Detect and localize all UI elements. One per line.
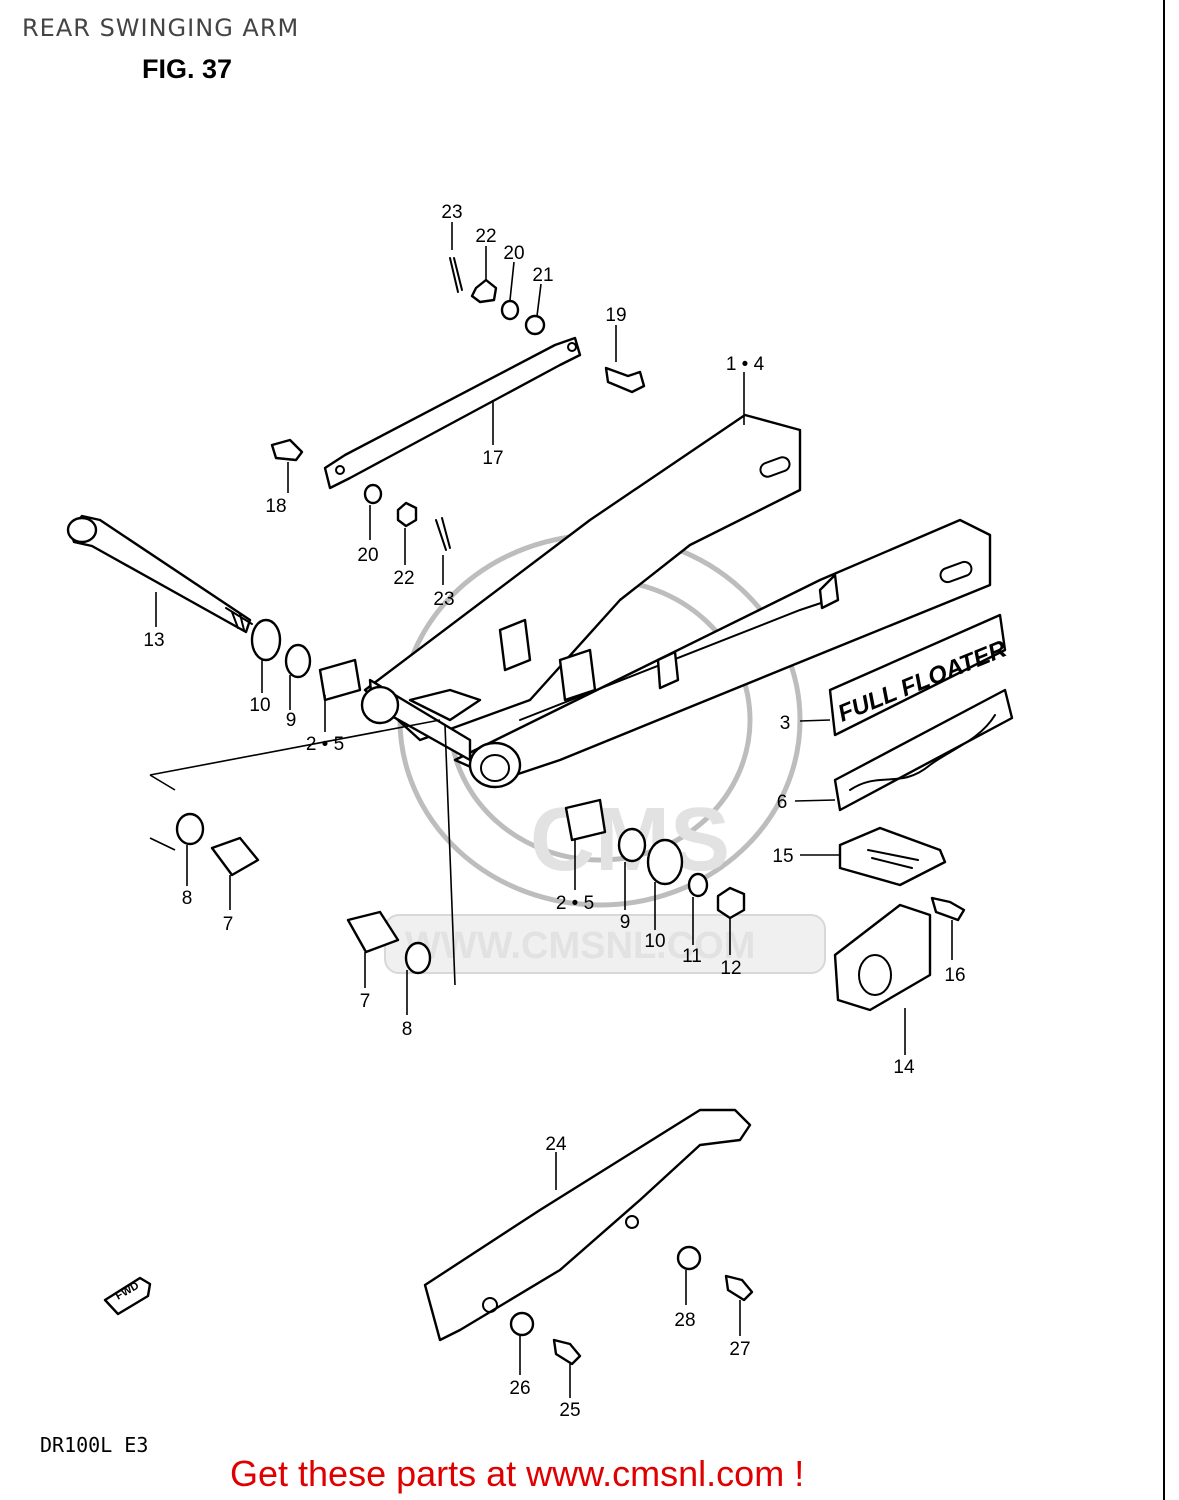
washer-11 — [687, 872, 709, 898]
callout-15: 15 — [772, 846, 793, 867]
callout-3: 3 — [780, 713, 791, 734]
torque-link — [323, 336, 582, 490]
callout-26: 26 — [509, 1378, 530, 1399]
leader-lines — [149, 222, 953, 1398]
callout-8-bottom: 8 — [402, 1019, 413, 1040]
collar-26 — [509, 1311, 535, 1337]
callout-22-mid: 22 — [393, 568, 414, 589]
callout-23-mid: 23 — [433, 589, 454, 610]
callout-19: 19 — [605, 305, 626, 326]
callout-14: 14 — [893, 1057, 915, 1078]
callout-28: 28 — [674, 1310, 695, 1331]
callout-11: 11 — [682, 946, 702, 967]
watermark-url: WWW.CMSNL.COM — [405, 925, 755, 967]
callout-9-left: 9 — [286, 710, 297, 731]
callout-6: 6 — [777, 792, 788, 813]
bolt-25 — [552, 1338, 582, 1366]
callout-20-top: 20 — [503, 243, 524, 264]
bushing-2-5-right — [564, 798, 607, 842]
callout-10-left: 10 — [249, 695, 270, 716]
bolt-27 — [724, 1274, 754, 1302]
callout-25: 25 — [559, 1400, 580, 1421]
callout-20-mid: 20 — [357, 545, 378, 566]
callout-13: 13 — [143, 630, 164, 651]
bolt-18 — [270, 438, 304, 462]
forward-arrow-icon: FWD — [103, 1276, 152, 1316]
callout-16: 16 — [944, 965, 965, 986]
collar-28 — [676, 1245, 702, 1271]
washer-top-21 — [524, 314, 546, 336]
figure-number: FIG. 37 — [142, 54, 233, 84]
callout-2-5-right: 2 • 5 — [556, 893, 594, 914]
seal-8-bottom — [404, 941, 432, 975]
callout-9-right: 9 — [620, 912, 631, 933]
washer-9-left — [284, 643, 312, 679]
callout-27: 27 — [729, 1339, 750, 1360]
model-code: DR100L E3 — [40, 1433, 149, 1457]
callout-23-top: 23 — [441, 202, 462, 223]
washer-10-left — [250, 618, 282, 662]
bolt-19 — [604, 366, 646, 394]
callout-2-5-left: 2 • 5 — [306, 734, 344, 755]
nut-12 — [716, 886, 746, 920]
nut-22-mid — [396, 501, 418, 528]
chain-guide — [838, 826, 947, 887]
callout-18: 18 — [265, 496, 286, 517]
callout-7-left: 7 — [223, 914, 234, 935]
callout-10-right: 10 — [644, 931, 665, 952]
page-border — [1163, 0, 1165, 1500]
script-decal — [833, 688, 1014, 812]
swing-arm — [360, 413, 992, 789]
chain-case — [423, 1108, 752, 1342]
callout-17: 17 — [482, 448, 503, 469]
chain-adjuster — [833, 903, 932, 1012]
bushing-7-left — [210, 836, 260, 877]
cotter-pin-mid — [435, 517, 451, 551]
callouts: 23 22 20 21 19 1 • 4 17 18 20 22 23 13 1… — [143, 202, 965, 1421]
hardware — [175, 257, 966, 975]
callout-12: 12 — [720, 958, 741, 979]
footer-shop-link[interactable]: Get these parts at www.cmsnl.com ! — [230, 1453, 805, 1494]
nut-top — [470, 278, 498, 304]
pivot-shaft — [66, 514, 253, 634]
washer-20-mid — [363, 483, 383, 505]
page-title: REAR SWINGING ARM — [22, 14, 300, 42]
bolt-16 — [930, 896, 966, 922]
chain-case-hardware — [509, 1245, 754, 1366]
washer-9-right — [617, 827, 647, 863]
washer-10-right — [646, 838, 684, 886]
callout-22-top: 22 — [475, 226, 496, 247]
bushing-7-bottom — [346, 910, 400, 954]
washer-top-20 — [500, 299, 520, 321]
cotter-pin-top — [449, 257, 463, 293]
bushing-2-5-left — [318, 658, 362, 702]
seal-8-left — [175, 812, 205, 846]
callout-21: 21 — [532, 265, 553, 286]
callout-7-bottom: 7 — [360, 991, 371, 1012]
callout-1-4: 1 • 4 — [726, 354, 765, 375]
callout-24: 24 — [545, 1134, 567, 1155]
callout-8-left: 8 — [182, 888, 193, 909]
